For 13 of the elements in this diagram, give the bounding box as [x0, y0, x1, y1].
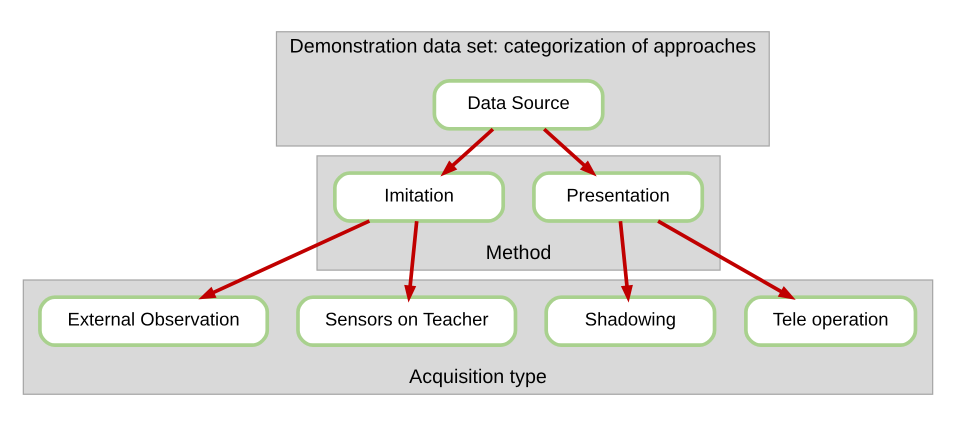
node-box: External Observation [38, 294, 270, 346]
node-box: Sensors on Teacher [296, 294, 518, 346]
arrow [198, 218, 370, 299]
arrow [404, 220, 419, 302]
node-box: Imitation [333, 170, 506, 222]
arrow [618, 220, 633, 302]
node-box: Tele operation [744, 294, 918, 346]
arrow [542, 127, 597, 176]
arrow [657, 219, 796, 300]
node-box: Data Source [432, 78, 605, 130]
node-box: Presentation [532, 170, 704, 222]
arrow [440, 127, 494, 176]
node-box: Shadowing [544, 294, 716, 346]
